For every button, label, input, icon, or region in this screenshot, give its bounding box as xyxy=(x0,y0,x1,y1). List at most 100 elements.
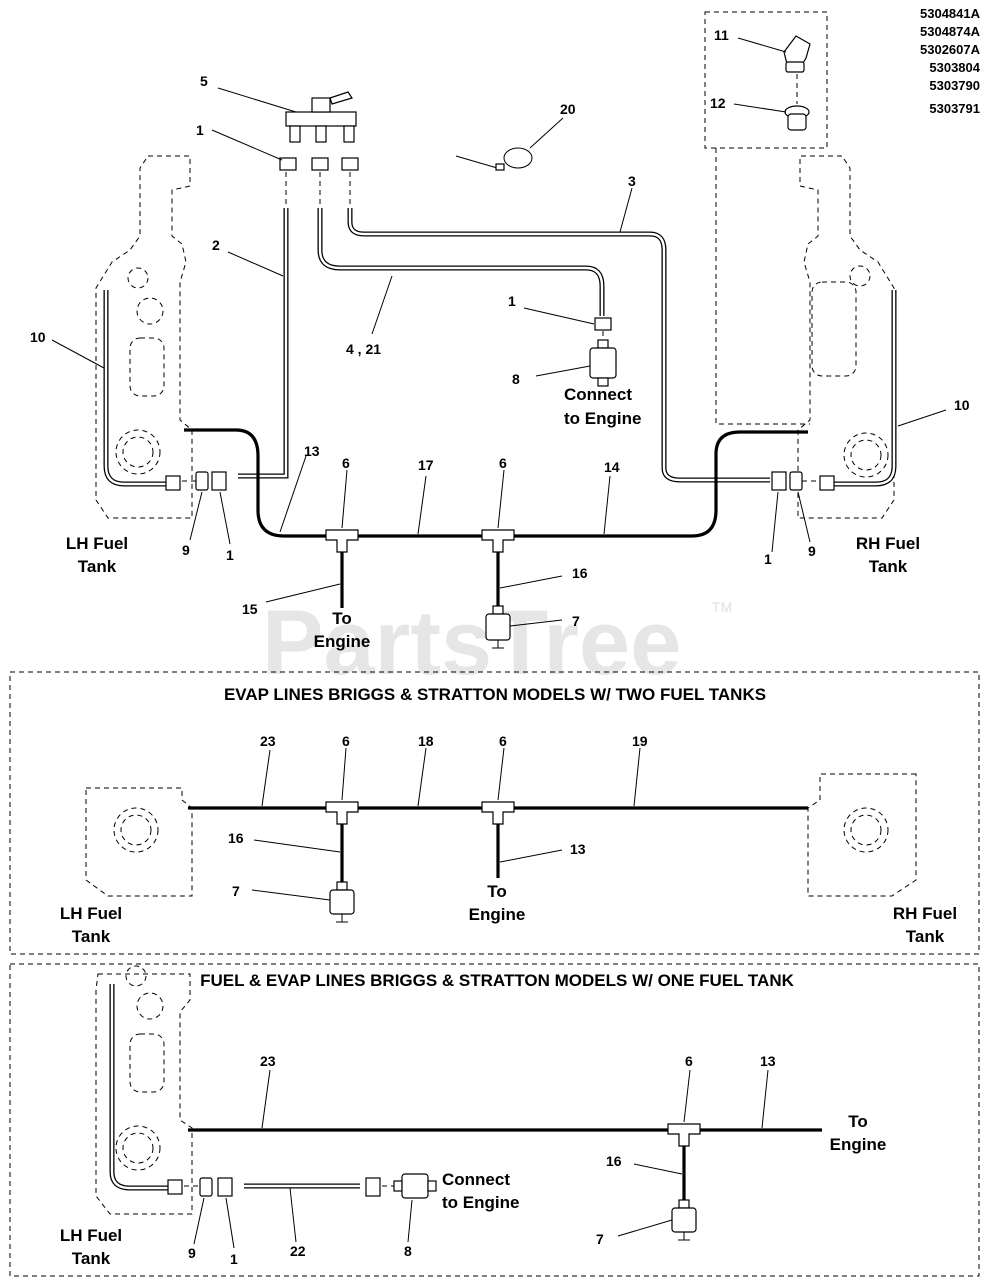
tee-fitting-6 xyxy=(481,801,515,825)
part-number: 5303790 xyxy=(929,78,980,93)
connect-label-line2: to Engine xyxy=(442,1193,519,1212)
lh-fuel-tank-outline xyxy=(95,155,193,519)
clamp-1 xyxy=(217,1177,233,1197)
fuel-fitting-9 xyxy=(789,471,803,491)
callout-14: 14 xyxy=(604,459,620,475)
lh-fuel-tank-outline xyxy=(85,787,193,897)
clamp-1 xyxy=(279,157,297,171)
clamp-1 xyxy=(771,471,787,491)
callout-19: 19 xyxy=(632,733,648,749)
rh-tank-label-line1: RH Fuel xyxy=(893,904,957,923)
fuel-hose-3 xyxy=(347,208,770,483)
callout-9: 9 xyxy=(182,542,190,558)
tank-cap-outline xyxy=(125,965,147,987)
evap-line-13-17-14 xyxy=(184,428,808,538)
section-title: FUEL & EVAP LINES BRIGGS & STRATTON MODE… xyxy=(200,971,794,990)
callout-8: 8 xyxy=(512,371,520,387)
fuel-fitting xyxy=(167,1179,183,1195)
callout-9: 9 xyxy=(808,543,816,559)
top-fuel-diagram: 5 1 20 11 12 3 2 4 , 21 1 8 Connect to E… xyxy=(30,11,970,651)
callout-4-21: 4 , 21 xyxy=(346,341,381,357)
section-frame xyxy=(9,671,980,955)
tee-fitting-6 xyxy=(325,529,359,553)
section-title: EVAP LINES BRIGGS & STRATTON MODELS W/ T… xyxy=(224,685,766,704)
fuel-connector-8 xyxy=(393,1173,437,1199)
clamp-1 xyxy=(365,1177,381,1197)
callout-3: 3 xyxy=(628,173,636,189)
callout-20: 20 xyxy=(560,101,576,117)
callout-18: 18 xyxy=(418,733,434,749)
tank-cap-outline xyxy=(127,267,149,289)
fuel-fitting xyxy=(819,475,835,491)
callout-6: 6 xyxy=(499,455,507,471)
callout-6: 6 xyxy=(342,455,350,471)
callout-8: 8 xyxy=(404,1243,412,1259)
part-number: 5304841A xyxy=(920,6,981,21)
fuel-fitting xyxy=(165,475,181,491)
callout-7: 7 xyxy=(596,1231,604,1247)
middle-leader-lines xyxy=(251,747,641,901)
callout-22: 22 xyxy=(290,1243,306,1259)
fuel-line-10-rh xyxy=(832,290,897,487)
connect-label-line1: Connect xyxy=(564,385,632,404)
fuel-line-10 xyxy=(109,984,170,1191)
tank-gauge-outline xyxy=(115,1125,161,1171)
lh-tank-label-line1: LH Fuel xyxy=(60,904,122,923)
callout-7: 7 xyxy=(232,883,240,899)
callout-23: 23 xyxy=(260,1053,276,1069)
fuel-fitting-9 xyxy=(199,1177,213,1197)
callout-12: 12 xyxy=(710,95,726,111)
callout-6: 6 xyxy=(685,1053,693,1069)
tank-gauge-outline xyxy=(122,436,154,468)
lh-fuel-tank-outline xyxy=(95,973,193,1215)
to-engine-label-line1: To xyxy=(848,1112,868,1131)
callout-11: 11 xyxy=(714,27,729,43)
two-tank-evap-diagram: EVAP LINES BRIGGS & STRATTON MODELS W/ T… xyxy=(9,671,980,955)
carbon-filter-7 xyxy=(329,881,355,923)
clamp-1 xyxy=(341,157,359,171)
connect-label-line1: Connect xyxy=(442,1170,510,1189)
callout-1: 1 xyxy=(764,551,772,567)
fuel-cap-11 xyxy=(783,35,811,73)
watermark-trademark: TM xyxy=(712,599,732,615)
cap-gasket-12 xyxy=(784,105,810,131)
callout-13: 13 xyxy=(570,841,586,857)
rh-tank-label-line1: RH Fuel xyxy=(856,534,920,553)
bottom-leader-lines xyxy=(193,1069,769,1249)
part-number: 5302607A xyxy=(920,42,981,57)
tank-gauge-outline xyxy=(850,814,882,846)
lh-tank-label-line2: Tank xyxy=(72,1249,111,1268)
lh-tank-label-line1: LH Fuel xyxy=(66,534,128,553)
fuel-filter-connector-8 xyxy=(589,339,617,387)
shutoff-valve-5 xyxy=(285,91,357,143)
to-engine-label-line2: Engine xyxy=(469,905,526,924)
callout-1: 1 xyxy=(508,293,516,309)
callout-1: 1 xyxy=(196,122,204,138)
lh-tank-label-line2: Tank xyxy=(72,927,111,946)
callout-15: 15 xyxy=(242,601,258,617)
tank-sender-outline xyxy=(129,337,165,397)
carbon-filter-7 xyxy=(485,605,511,649)
tank-cap-outline xyxy=(136,297,164,325)
callout-9: 9 xyxy=(188,1245,196,1261)
tank-gauge-outline xyxy=(115,429,161,475)
tank-cap-outline xyxy=(849,265,871,287)
tank-gauge-outline xyxy=(850,439,882,471)
callout-1: 1 xyxy=(226,547,234,563)
callout-13: 13 xyxy=(760,1053,776,1069)
rh-fuel-tank-outline xyxy=(797,155,895,519)
tee-fitting-6 xyxy=(667,1123,701,1147)
tank-cap-outline xyxy=(136,992,164,1020)
callout-17: 17 xyxy=(418,457,434,473)
callout-5: 5 xyxy=(200,73,208,89)
to-engine-label-line2: Engine xyxy=(314,632,371,651)
callout-7: 7 xyxy=(572,613,580,629)
fuel-line-10-lh xyxy=(103,290,168,487)
top-leader-lines xyxy=(51,37,947,627)
tank-sender-outline xyxy=(129,1033,165,1093)
rh-fuel-tank-outline xyxy=(807,773,917,897)
clamp-1 xyxy=(311,157,329,171)
one-tank-diagram: FUEL & EVAP LINES BRIGGS & STRATTON MODE… xyxy=(9,963,980,1277)
